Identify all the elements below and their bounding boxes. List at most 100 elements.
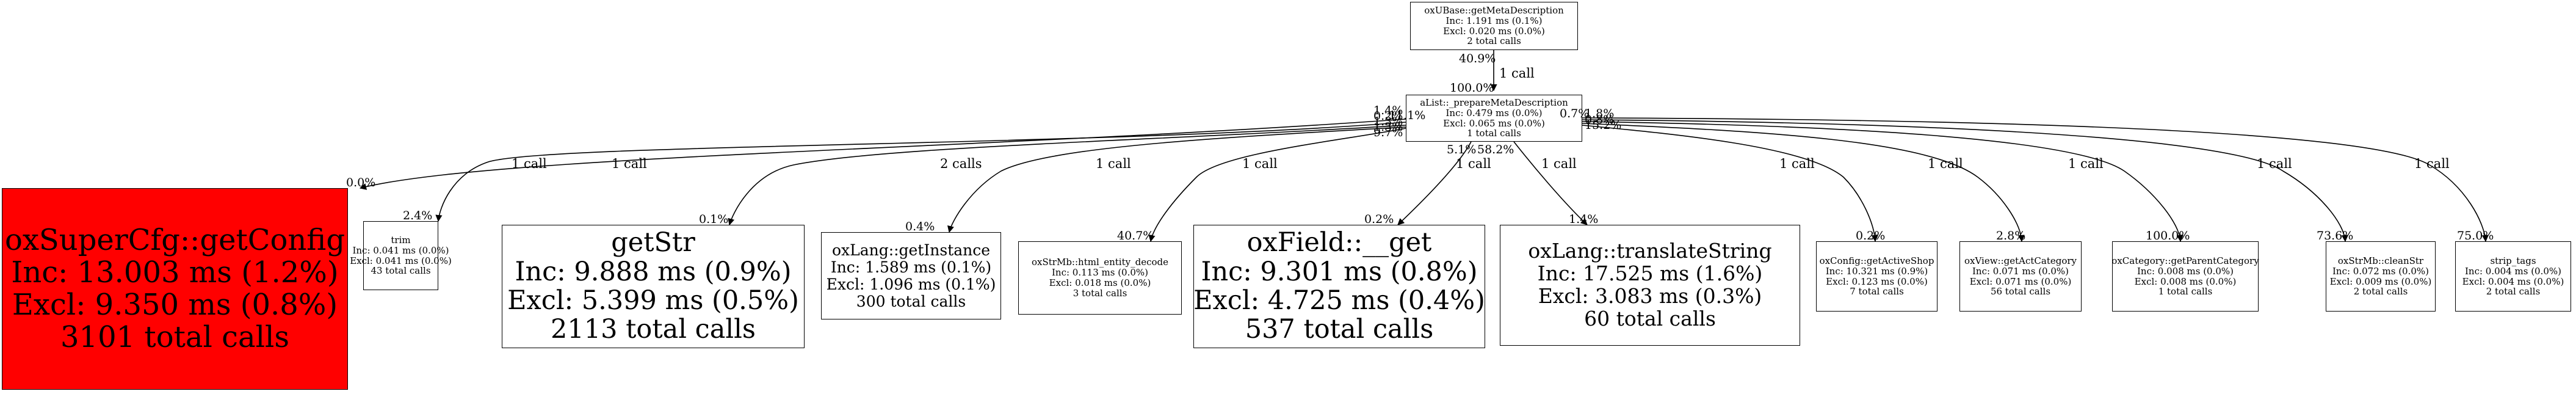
head-pct-striptags: 75.0% [2457,229,2494,243]
node-name: oxLang::translateString [1528,239,1772,263]
node-calls: 2 total calls [2353,286,2408,297]
node-actcategory[interactable]: oxView::getActCategory Inc: 0.071 ms (0.… [1959,241,2082,312]
node-translate[interactable]: oxLang::translateString Inc: 17.525 ms (… [1500,225,1800,346]
node-cleanstr[interactable]: oxStrMb::cleanStr Inc: 0.072 ms (0.0%) E… [2326,241,2436,312]
edge-label-actcategory: 1 call [1928,156,1963,171]
tail-pct-getinstance: 1.3% [1373,120,1403,134]
node-name: aList::_prepareMetaDescription [1420,97,1568,108]
node-name: oxConfig::getActiveShop [1819,255,1934,266]
head-pct-parentcategory: 100.0% [2146,229,2190,243]
node-calls: 3101 total calls [60,319,289,354]
node-getinstance[interactable]: oxLang::getInstance Inc: 1.589 ms (0.1%)… [821,232,1001,319]
node-calls: 2 total calls [2486,286,2541,297]
tail-pct-translate: 58.2% [1477,143,1514,156]
edge-fieldget [1397,141,1472,225]
head-pct-entitydecode: 40.7% [1117,229,1154,243]
node-excl: Excl: 0.004 ms (0.0%) [2462,275,2564,287]
node-excl: Excl: 5.399 ms (0.5%) [507,285,799,316]
node-getconfig[interactable]: oxSuperCfg::getConfig Inc: 13.003 ms (1.… [2,188,348,390]
edge-label-getinstance: 1 call [1096,156,1131,171]
edge-parentcategory [1582,121,2183,243]
node-name: strip_tags [2490,255,2536,266]
node-inc: Inc: 0.008 ms (0.0%) [2136,265,2234,277]
node-excl: Excl: 9.350 ms (0.8%) [12,288,338,322]
tail-pct-cleanstr: 15.2% [1585,119,1622,132]
head-pct-fieldget: 0.2% [1364,213,1394,226]
tail-pct-activeshop: 11.1% [1389,109,1426,122]
tail-pct-actcategory: 0.7% [1560,107,1590,120]
head-pct-getinstance: 0.4% [905,220,935,233]
edge-label-trim: 1 call [612,156,647,171]
edge-label-cleanstr: 1 call [2257,156,2292,171]
node-calls: 56 total calls [1990,286,2051,297]
node-name: trim [391,234,411,246]
node-inc: Inc: 0.041 ms (0.0%) [352,244,449,256]
edge-label-getconfig: 1 call [512,156,547,171]
node-root[interactable]: oxUBase::getMetaDescription Inc: 1.191 m… [1410,2,1578,50]
node-excl: Excl: 4.725 ms (0.4%) [1193,285,1485,316]
node-getstr[interactable]: getStr Inc: 9.888 ms (0.9%) Excl: 5.399 … [502,225,805,348]
node-inc: Inc: 17.525 ms (1.6%) [1537,261,1763,286]
edge-label-striptags: 1 call [2414,156,2450,171]
tail-pct-striptags: 0.8% [1585,113,1615,126]
edge-label-fieldget: 1 call [1456,156,1491,171]
node-calls: 1 total calls [1467,128,1521,139]
tail-pct-getstr: 1.3% [1373,115,1403,128]
node-excl: Excl: 0.008 ms (0.0%) [2134,275,2237,287]
node-excl: Excl: 0.041 ms (0.0%) [350,255,452,266]
node-excl: Excl: 0.018 ms (0.0%) [1049,277,1151,288]
tail-pct-getconfig: 1.4% [1373,104,1403,117]
node-calls: 2113 total calls [551,314,756,345]
node-inc: Inc: 0.004 ms (0.0%) [2464,265,2562,277]
node-calls: 43 total calls [371,265,431,277]
node-excl: Excl: 3.083 ms (0.3%) [1538,284,1762,308]
node-inc: Inc: 1.191 ms (0.1%) [1445,15,1543,26]
head-pct-activeshop: 0.2% [1856,229,1886,243]
edge-label-activeshop: 1 call [1779,156,1815,171]
node-trim[interactable]: trim Inc: 0.041 ms (0.0%) Excl: 0.041 ms… [350,221,452,290]
node-inc: Inc: 0.071 ms (0.0%) [1972,265,2069,277]
tail-pct-trim: 0.2% [1373,109,1403,123]
edge-getstr [728,125,1406,226]
node-striptags[interactable]: strip_tags Inc: 0.004 ms (0.0%) Excl: 0.… [2455,241,2571,312]
edge-trim [435,122,1406,222]
node-excl: Excl: 0.065 ms (0.0%) [1443,117,1545,129]
node-name: getStr [611,227,695,258]
edge-translate [1513,141,1588,225]
node-calls: 2 total calls [1467,35,1521,47]
node-name: oxField::__get [1246,227,1432,258]
node-inc: Inc: 0.072 ms (0.0%) [2332,265,2429,277]
edge-actcategory [1582,123,2025,243]
edge-cleanstr [1582,119,2348,243]
head-pct-actcategory: 2.8% [1996,229,2026,243]
node-fieldget[interactable]: oxField::__get Inc: 9.301 ms (0.8%) Excl… [1193,225,1485,348]
node-prepare[interactable]: aList::_prepareMetaDescription Inc: 0.47… [1406,95,1582,142]
node-entitydecode[interactable]: oxStrMb::html_entity_decode Inc: 0.113 m… [1018,241,1182,315]
node-calls: 537 total calls [1245,314,1434,345]
node-inc: Inc: 0.479 ms (0.0%) [1445,107,1543,119]
node-name: oxStrMb::html_entity_decode [1032,257,1168,268]
node-excl: Excl: 0.009 ms (0.0%) [2329,275,2432,287]
head-pct-trim: 2.4% [403,209,433,222]
head-pct-root-prepare: 100.0% [1450,81,1494,95]
node-inc: Inc: 13.003 ms (1.2%) [11,255,339,290]
node-inc: Inc: 1.589 ms (0.1%) [830,258,992,276]
tail-pct-parentcategory: 1.8% [1585,107,1615,120]
tail-pct-entitydecode: 9.7% [1373,126,1403,139]
edge-entitydecode [1148,128,1406,243]
node-activeshop[interactable]: oxConfig::getActiveShop Inc: 10.321 ms (… [1816,241,1937,312]
node-inc: Inc: 0.113 ms (0.0%) [1051,267,1149,279]
node-parentcategory[interactable]: oxCategory::getParentCategory Inc: 0.008… [2111,241,2259,312]
node-excl: Excl: 0.123 ms (0.0%) [1826,275,1928,287]
head-pct-getstr: 0.1% [699,213,729,226]
node-name: oxLang::getInstance [831,241,991,259]
node-inc: Inc: 9.888 ms (0.9%) [515,256,792,287]
node-calls: 1 total calls [2158,286,2213,297]
edge-striptags [1582,117,2489,243]
node-calls: 300 total calls [856,292,966,310]
node-inc: Inc: 9.301 ms (0.8%) [1201,256,1478,287]
node-calls: 3 total calls [1073,287,1127,299]
edge-label-parentcategory: 1 call [2068,156,2104,171]
